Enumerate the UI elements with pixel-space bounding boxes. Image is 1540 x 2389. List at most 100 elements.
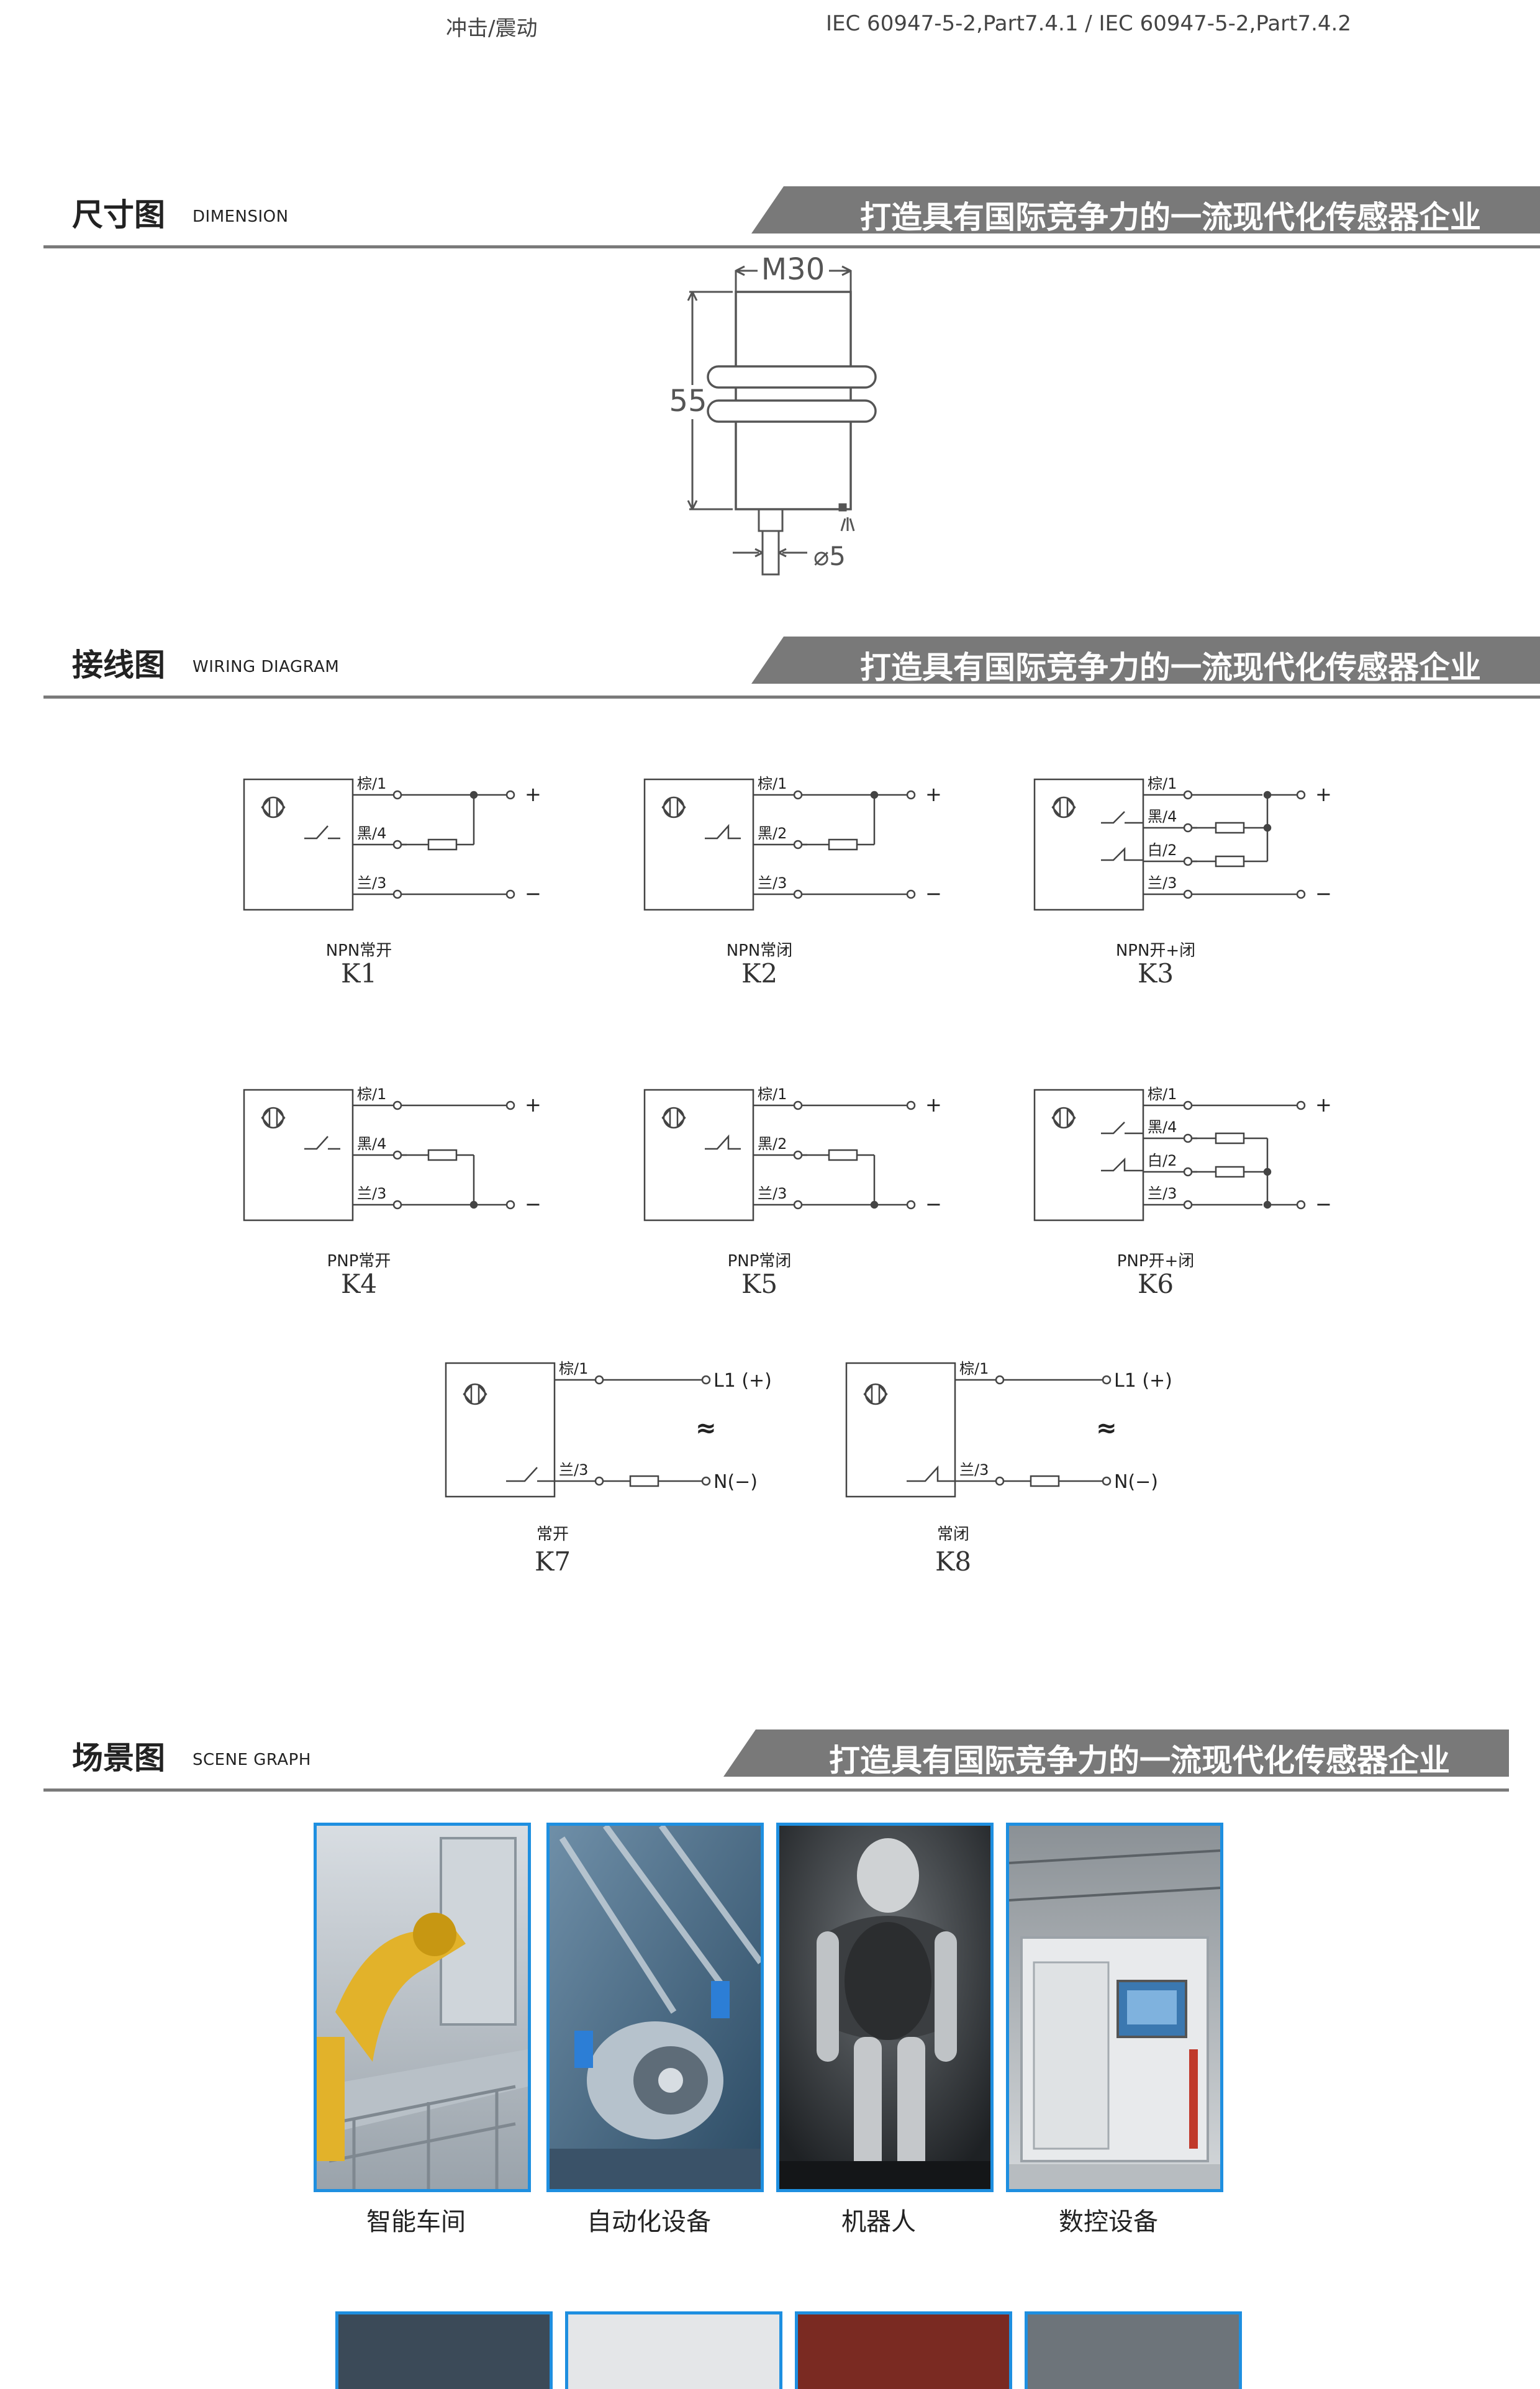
section-subtitle: WIRING DIAGRAM — [192, 658, 340, 676]
plus-label: + — [925, 1093, 942, 1117]
scene-photo-automation — [546, 1823, 764, 2192]
section-title: 接线图 — [72, 647, 165, 683]
wire-label: 兰/3 — [559, 1461, 588, 1479]
n-label: N(−) — [713, 1471, 758, 1493]
wire-label: 兰/3 — [758, 874, 787, 892]
cnc-machine-photo — [1009, 1826, 1220, 2189]
section-title: 场景图 — [72, 1740, 165, 1776]
minus-label: − — [925, 882, 942, 905]
wiring-diagram-k7: L1 (+) N(−) ≈ 棕/1 兰/3 常开 K7 — [444, 1354, 792, 1602]
scene-photo-partial — [565, 2311, 782, 2389]
wire-label: 白/2 — [1148, 1152, 1177, 1169]
wire-label: 棕/1 — [959, 1360, 989, 1377]
scene-photo-partial — [1025, 2311, 1242, 2389]
wire-label: 黑/4 — [1148, 808, 1177, 825]
dimension-drawing: M30 55 ⌀5 — [669, 252, 877, 576]
diagram-code: K3 — [1137, 958, 1174, 989]
plus-label: + — [925, 782, 942, 806]
wiring-diagram-k5: + − 棕/1 黑/2 兰/3 PNP常闭 K5 — [643, 1077, 953, 1307]
slogan-band: 打造具有国际竞争力的一流现代化传感器企业 — [751, 637, 1540, 684]
cable-diameter-label: ⌀5 — [813, 541, 846, 571]
diagram-code: K1 — [340, 958, 378, 989]
spec-value: IEC 60947-5-2,Part7.4.1 / IEC 60947-5-2,… — [826, 11, 1351, 36]
slogan-band: 打造具有国际竞争力的一流现代化传感器企业 — [723, 1729, 1509, 1777]
slogan-text: 打造具有国际竞争力的一流现代化传感器企业 — [860, 650, 1481, 686]
wire-label: 棕/1 — [758, 1086, 787, 1103]
diagram-name: 常开 — [536, 1525, 569, 1544]
scene-photo-partial — [795, 2311, 1012, 2389]
minus-label: − — [1315, 1192, 1332, 1216]
scene-label: 机器人 — [841, 2208, 916, 2236]
humanoid-robot-photo — [779, 1826, 990, 2189]
l1-label: L1 (+) — [1114, 1370, 1172, 1392]
wire-label: 黑/2 — [758, 825, 787, 842]
ac-symbol: ≈ — [1096, 1414, 1117, 1443]
ac-symbol: ≈ — [695, 1414, 717, 1443]
wire-label: 黑/4 — [357, 1135, 386, 1153]
minus-label: − — [1315, 882, 1332, 905]
wire-label: 棕/1 — [357, 775, 386, 792]
wire-label: 白/2 — [1148, 841, 1177, 859]
diagram-code: K5 — [741, 1269, 778, 1299]
scene-label: 数控设备 — [1059, 2208, 1158, 2236]
l1-label: L1 (+) — [713, 1370, 772, 1392]
spec-row: 冲击/震动 IEC 60947-5-2,Part7.4.1 / IEC 6094… — [0, 5, 1540, 42]
scene-photo-partial — [335, 2311, 553, 2389]
diagram-name: PNP开+闭 — [1116, 1252, 1195, 1271]
scene-photo-robot — [776, 1823, 994, 2192]
section-title: 尺寸图 — [72, 197, 165, 233]
scene-label: 自动化设备 — [587, 2208, 711, 2236]
minus-label: − — [925, 1192, 942, 1216]
wiring-diagram-k3: + − 棕/1 黑/4 白/2 兰/3 NPN开+闭 K3 — [1033, 767, 1343, 997]
diagram-name: PNP常闭 — [727, 1252, 792, 1271]
slogan-text: 打造具有国际竞争力的一流现代化传感器企业 — [829, 1743, 1450, 1779]
section-header-scene: 场景图 SCENE GRAPH 打造具有国际竞争力的一流现代化传感器企业 — [43, 1729, 1509, 1792]
diagram-code: K2 — [741, 958, 778, 989]
scene-label: 智能车间 — [366, 2208, 466, 2236]
wire-label: 黑/2 — [758, 1135, 787, 1153]
wire-label: 棕/1 — [758, 775, 787, 792]
minus-label: − — [525, 1192, 541, 1216]
n-label: N(−) — [1114, 1471, 1158, 1493]
diagram-code: K4 — [340, 1269, 378, 1299]
length-label: 55 — [669, 384, 707, 419]
wire-label: 兰/3 — [1148, 874, 1177, 892]
scene-photo-cnc — [1006, 1823, 1223, 2192]
plus-label: + — [1315, 782, 1332, 806]
plus-label: + — [525, 782, 541, 806]
wiring-diagram-k8: L1 (+) N(−) ≈ 棕/1 兰/3 常闭 K8 — [845, 1354, 1192, 1602]
slogan-band: 打造具有国际竞争力的一流现代化传感器企业 — [751, 186, 1540, 233]
diagram-code: K7 — [534, 1546, 571, 1577]
wire-label: 棕/1 — [357, 1086, 386, 1103]
diagram-code: K8 — [935, 1546, 972, 1577]
diagram-code: K6 — [1137, 1269, 1174, 1299]
wire-label: 黑/4 — [357, 825, 386, 842]
diagram-name: NPN开+闭 — [1115, 941, 1196, 960]
wire-label: 兰/3 — [357, 874, 386, 892]
wire-label: 棕/1 — [1148, 775, 1177, 792]
diagram-name: 常闭 — [936, 1525, 969, 1544]
spec-label: 冲击/震动 — [446, 16, 538, 41]
wire-label: 棕/1 — [1148, 1086, 1177, 1103]
wiring-diagram-k6: + − 棕/1 黑/4 白/2 兰/3 PNP开+闭 K6 — [1033, 1077, 1343, 1307]
section-header-dimension: 尺寸图 DIMENSION 打造具有国际竞争力的一流现代化传感器企业 — [43, 186, 1540, 248]
thread-label: M30 — [761, 252, 825, 287]
wire-label: 棕/1 — [559, 1360, 588, 1377]
scene-photo-smart-workshop — [314, 1823, 531, 2192]
plus-label: + — [1315, 1093, 1332, 1117]
wire-label: 兰/3 — [758, 1185, 787, 1202]
slogan-text: 打造具有国际竞争力的一流现代化传感器企业 — [860, 199, 1481, 235]
section-header-wiring: 接线图 WIRING DIAGRAM 打造具有国际竞争力的一流现代化传感器企业 — [43, 637, 1540, 699]
wiring-diagram-k2: + − 棕/1 黑/2 兰/3 NPN常闭 K2 — [643, 767, 953, 997]
minus-label: − — [525, 882, 541, 905]
factory-robot-arm-photo — [317, 1826, 528, 2189]
wiring-diagram-k1: + − 棕/1 黑/4 兰/3 NPN常开 K1 — [242, 767, 553, 997]
diagram-name: NPN常开 — [325, 941, 392, 960]
automation-machine-photo — [550, 1826, 761, 2189]
section-subtitle: SCENE GRAPH — [192, 1751, 311, 1769]
wiring-diagram-k4: + − 棕/1 黑/4 兰/3 PNP常开 K4 — [242, 1077, 553, 1307]
section-subtitle: DIMENSION — [192, 207, 289, 226]
wire-label: 黑/4 — [1148, 1118, 1177, 1136]
wire-label: 兰/3 — [1148, 1185, 1177, 1202]
plus-label: + — [525, 1093, 541, 1117]
